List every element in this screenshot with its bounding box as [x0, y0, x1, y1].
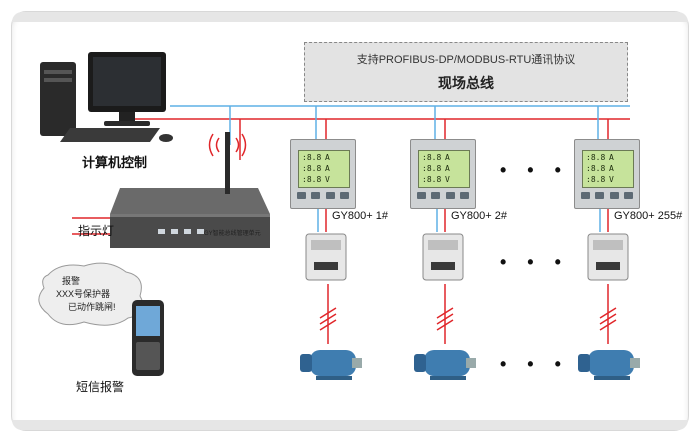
indicator-label: 指示灯 — [78, 224, 115, 238]
fieldbus-box: 支持PROFIBUS-DP/MODBUS-RTU通讯协议 现场总线 — [304, 42, 628, 102]
device-label-1: GY800+ 1# — [332, 210, 388, 222]
bubble-line-2: XXX号保护器 — [56, 289, 111, 299]
device-label-2: GY800+ 2# — [451, 210, 507, 222]
contactor-icon-1 — [305, 233, 347, 281]
bus-title: 现场总线 — [438, 75, 494, 91]
meter-keypad — [297, 192, 349, 200]
ellipsis-motors: • • • — [500, 354, 569, 374]
motor-icon-3 — [578, 350, 640, 380]
sms-alarm-label: 短信报警 — [76, 380, 125, 394]
bottom-border-bar — [12, 420, 688, 430]
gateway-model-label: GY智能总线管理单元 — [204, 231, 261, 237]
motor-icon-2 — [414, 350, 476, 380]
top-border-bar — [12, 12, 688, 22]
computer-icon — [40, 52, 173, 142]
gateway-device-icon — [110, 132, 270, 248]
bubble-line-3: 已动作跳闸! — [68, 302, 116, 312]
message-bubble-shape — [38, 262, 144, 326]
wireless-signal-icon — [208, 133, 247, 157]
computer-control-label: 计算机控制 — [82, 155, 148, 170]
meter-keypad — [417, 192, 469, 200]
motor-icon-1 — [300, 350, 362, 380]
bubble-line-1: 报警 — [62, 276, 81, 286]
ellipsis-meters: • • • — [500, 160, 569, 180]
meter-keypad — [581, 192, 633, 200]
bus-protocol-text: 支持PROFIBUS-DP/MODBUS-RTU通讯协议 — [356, 54, 576, 66]
contactor-icon-3 — [587, 233, 629, 281]
device-label-3: GY800+ 255# — [614, 210, 683, 222]
ellipsis-contactors: • • • — [500, 252, 569, 272]
contactor-icon-2 — [422, 233, 464, 281]
mobile-phone-icon — [132, 300, 164, 376]
